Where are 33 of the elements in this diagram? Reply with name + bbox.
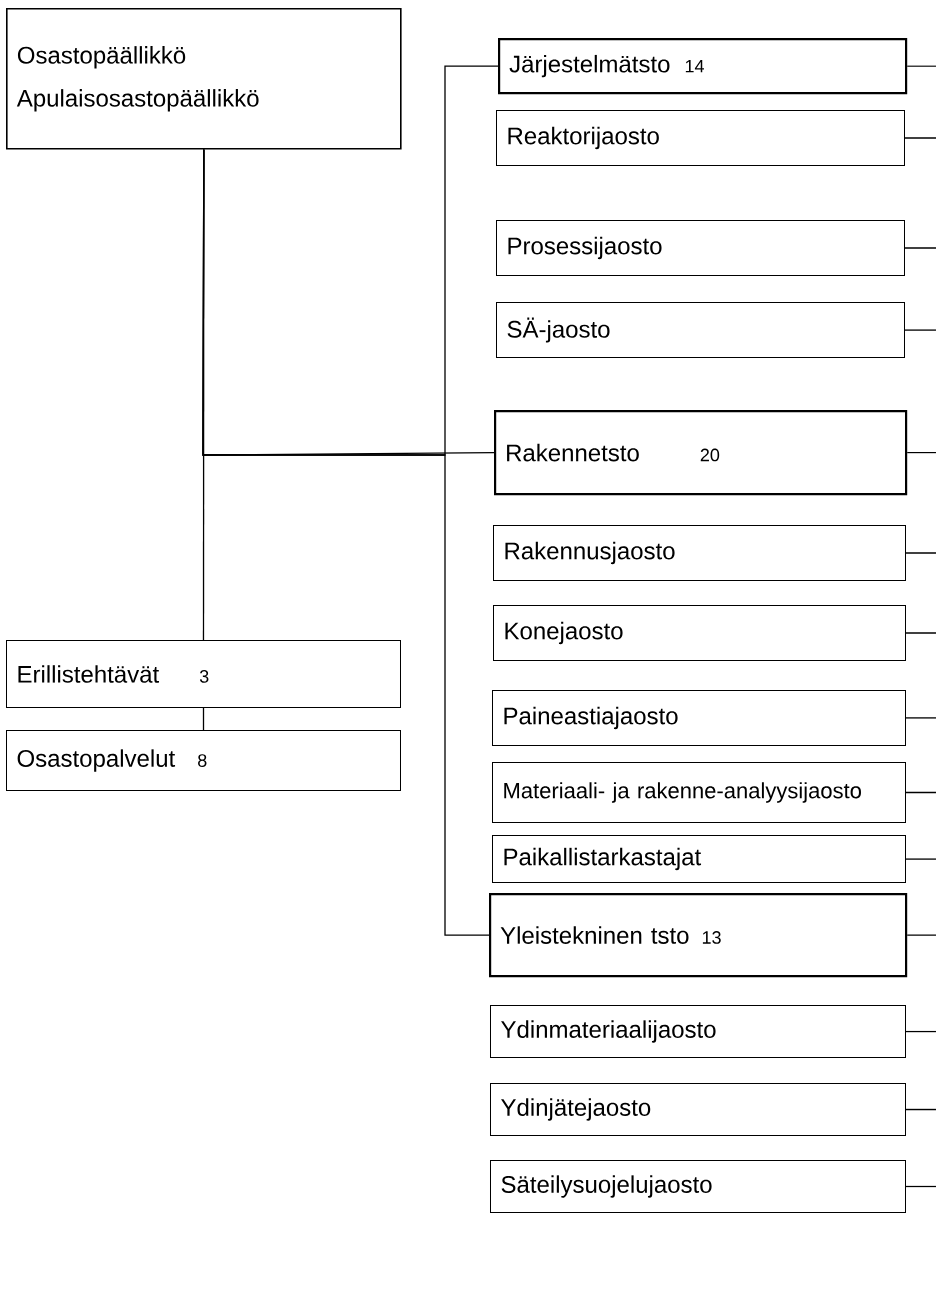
connector-line bbox=[202, 707, 205, 731]
department-box: Säteilysuojelujaosto bbox=[490, 1160, 906, 1213]
connector-line bbox=[905, 717, 936, 719]
office-box: Rakennetsto 20 bbox=[494, 410, 908, 496]
department-box: Ydinjätejaosto bbox=[490, 1083, 906, 1136]
department-box: Paikallistarkastajat bbox=[492, 835, 906, 883]
department-box: Reaktorijaosto bbox=[496, 110, 905, 166]
department-box: Erillistehtävät 3 bbox=[6, 640, 401, 708]
connector-line bbox=[905, 791, 936, 794]
connector-line bbox=[202, 148, 205, 641]
connector-line bbox=[905, 1108, 936, 1111]
connector-line bbox=[905, 858, 936, 860]
department-box: Paineastiajaosto bbox=[492, 690, 906, 746]
connector-line bbox=[905, 632, 936, 634]
connector-line bbox=[904, 247, 936, 249]
department-box: Materiaali- ja rakenne-analyysijaosto bbox=[492, 762, 906, 823]
connector-line bbox=[906, 65, 936, 67]
office-box: Järjestelmätsto 14 bbox=[498, 38, 908, 95]
connector-line bbox=[904, 329, 936, 331]
connector-line bbox=[905, 1185, 936, 1188]
department-box: Prosessijaosto bbox=[496, 220, 905, 276]
connector-line bbox=[905, 552, 936, 554]
department-box: Rakennusjaosto bbox=[493, 525, 906, 581]
connector-line bbox=[906, 451, 936, 454]
connector-line bbox=[904, 137, 936, 139]
department-box: Osastopäällikkö Apulaisosastopäällikkö bbox=[6, 8, 402, 150]
connector-line bbox=[906, 934, 936, 936]
office-box: Yleistekninen tsto 13 bbox=[489, 893, 908, 978]
department-box: Osastopalvelut 8 bbox=[6, 730, 401, 791]
department-box: Ydinmateriaalijaosto bbox=[490, 1005, 906, 1058]
department-box: Konejaosto bbox=[493, 605, 906, 661]
connector-line bbox=[905, 1030, 936, 1033]
department-box: SÄ-jaosto bbox=[496, 302, 905, 358]
